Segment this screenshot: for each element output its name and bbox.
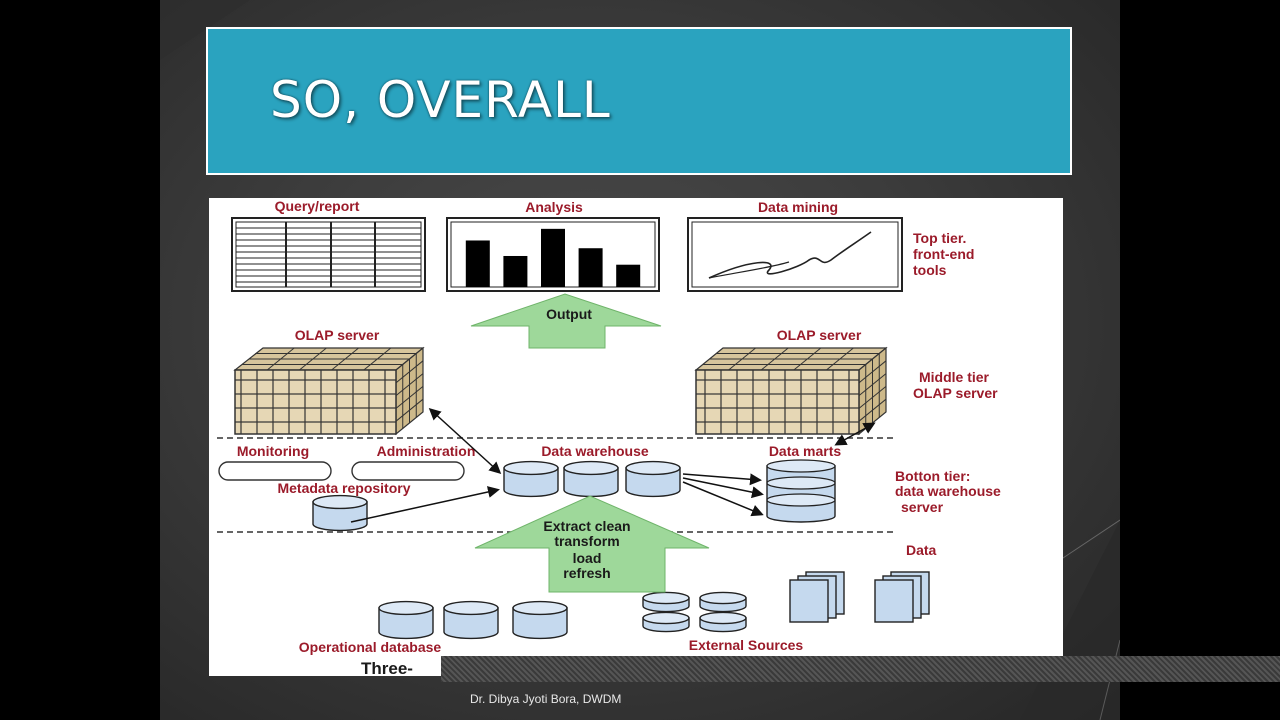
label-query-report: Query/report (275, 198, 360, 214)
label-top-tier-1: Top tier. (913, 230, 966, 246)
query-report-table (231, 217, 426, 292)
analysis-bar-4 (578, 248, 603, 287)
warehouse-cylinder-2 (563, 460, 619, 498)
label-middle-tier-1: Middle tier (919, 369, 990, 385)
warehouse-cylinder-3 (625, 460, 681, 498)
label-data-marts: Data marts (769, 443, 842, 459)
label-extract-1: Extract clean (543, 518, 630, 534)
label-output: Output (546, 306, 592, 322)
footer-stripe (441, 656, 1280, 682)
arrow-dw-mart-3 (682, 481, 764, 517)
label-data: Data (906, 542, 937, 558)
arrow-dw-mart-1 (682, 473, 762, 486)
label-operational-database: Operational database (299, 639, 442, 655)
label-extract-3: load (573, 550, 602, 566)
slide-title: SO, OVERALL (270, 71, 611, 129)
arrow-cube-warehouse (428, 407, 502, 475)
operational-db-cylinder-1 (378, 600, 434, 640)
metadata-cylinder (312, 494, 368, 532)
label-bottom-tier-3: server (901, 499, 944, 515)
label-bottom-tier-2: data warehouse (895, 483, 1001, 499)
administration-pill (351, 461, 465, 481)
label-top-tier-2: front-end (913, 246, 974, 262)
cylinders (312, 459, 836, 640)
label-bottom-tier-1: Botton tier: (895, 468, 970, 484)
label-extract-4: refresh (563, 565, 610, 581)
arrow-dw-mart-2 (682, 477, 764, 499)
label-middle-tier-2: OLAP server (913, 385, 998, 401)
label-top-tier-3: tools (913, 262, 947, 278)
label-external-sources: External Sources (689, 637, 804, 653)
label-monitoring: Monitoring (237, 443, 309, 459)
analysis-bar-5 (616, 264, 641, 287)
architecture-diagram: Query/report Analysis Data mining (209, 198, 1063, 676)
olap-cube-left (233, 346, 425, 436)
label-analysis: Analysis (525, 199, 583, 215)
arrow-mart-cube (834, 422, 876, 446)
label-extract-2: transform (554, 533, 619, 549)
external-cylinder-2 (699, 591, 747, 613)
analysis-bar-3 (541, 228, 565, 287)
output-arrow: Output (470, 293, 662, 349)
analysis-bar-1 (465, 240, 490, 287)
analysis-chart (446, 217, 660, 292)
external-cylinder-1 (642, 591, 690, 613)
label-data-mining: Data mining (758, 199, 838, 215)
document-stack-2 (874, 571, 930, 623)
operational-db-cylinder-3 (512, 600, 568, 640)
operational-db-cylinder-2 (443, 600, 499, 640)
data-marts-cylinder (766, 459, 836, 523)
label-olap-right: OLAP server (777, 327, 862, 343)
title-banner: SO, OVERALL (206, 27, 1072, 175)
label-olap-left: OLAP server (295, 327, 380, 343)
label-metadata-repository: Metadata repository (277, 480, 410, 496)
arrow-metadata-warehouse (350, 486, 500, 523)
olap-cube-right (694, 346, 888, 436)
extract-arrow: Extract clean transform load refresh (474, 495, 710, 593)
label-administration: Administration (377, 443, 476, 459)
label-data-warehouse: Data warehouse (541, 443, 649, 459)
three-tier-diagram: Query/report Analysis Data mining (217, 198, 1001, 676)
document-stack-1 (789, 571, 845, 623)
caption-partial: Three- (361, 659, 413, 676)
external-cylinder-4 (699, 611, 747, 633)
external-cylinder-3 (642, 611, 690, 633)
monitoring-pill (218, 461, 332, 481)
analysis-bar-2 (503, 255, 528, 287)
slide-footer: Dr. Dibya Jyoti Bora, DWDM (470, 692, 622, 706)
data-mining-chart (687, 217, 903, 292)
warehouse-cylinder-1 (503, 460, 559, 498)
